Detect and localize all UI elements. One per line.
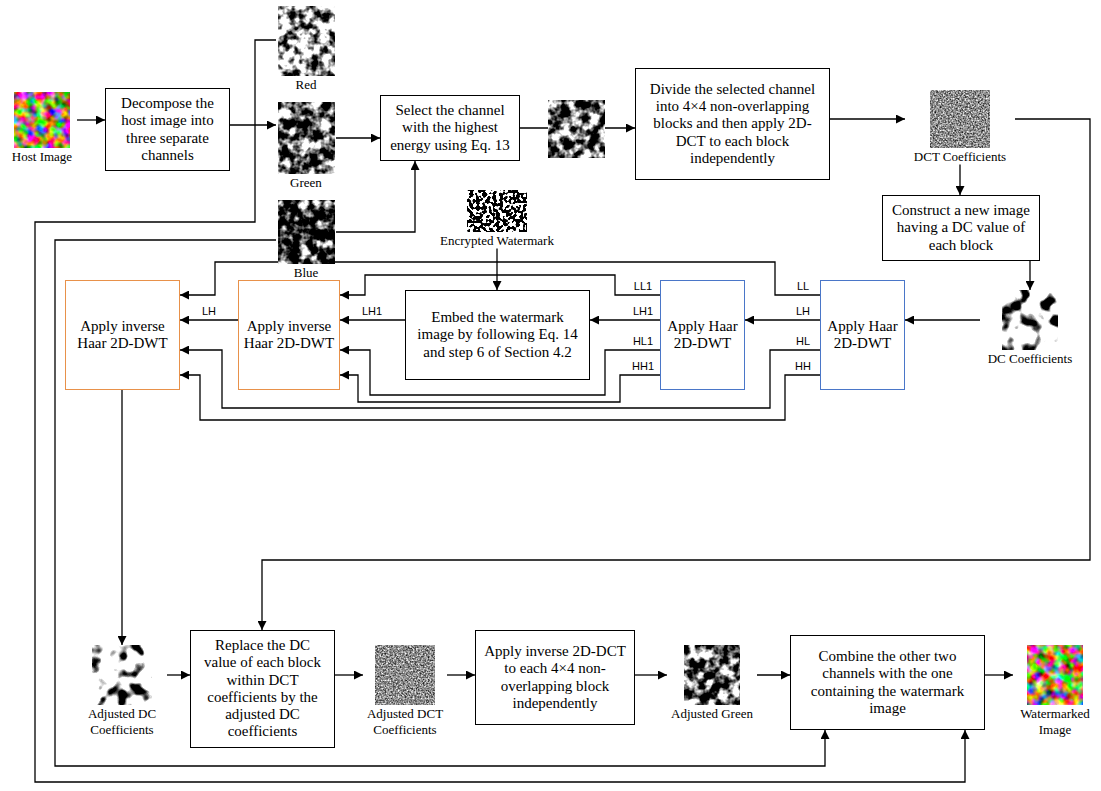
connector-arrow	[447, 674, 475, 675]
connector-arrow	[830, 118, 905, 119]
process-box: Replace the DC value of each block withi…	[190, 630, 335, 748]
blue-channel-picture	[278, 200, 335, 264]
edge-label: LL	[795, 280, 811, 293]
edge-label: LH	[200, 305, 218, 318]
box-label: Replace the DC value of each block withi…	[197, 637, 328, 741]
connector-arrow	[262, 119, 1090, 630]
embed-box: Embed the watermark image by following E…	[405, 290, 590, 380]
image-caption: Host Image	[7, 149, 77, 165]
box-label: Apply inverse Haar 2D-DWT	[243, 318, 335, 353]
box-label: Apply inverse Haar 2D-DWT	[71, 318, 174, 353]
image-node: Adjusted Green	[667, 645, 757, 722]
adjusted-green-picture	[684, 645, 740, 705]
connector-arrow	[55, 240, 825, 766]
connector-arrow	[336, 137, 380, 138]
box-label: Apply Haar 2D-DWT	[825, 318, 900, 353]
inverse-dwt-box: Apply inverse Haar 2D-DWT	[238, 280, 340, 390]
connector-arrow	[745, 319, 820, 320]
box-label: Apply inverse 2D-DCT to each 4×4 non-ove…	[482, 643, 628, 712]
edge-label: HL	[794, 335, 812, 348]
connector-arrow	[77, 119, 105, 120]
image-caption: Encrypted Watermark	[427, 233, 567, 249]
image-node: Red	[276, 6, 336, 93]
box-label: Select the channel with the highest ener…	[387, 102, 513, 154]
process-box: Apply inverse 2D-DCT to each 4×4 non-ove…	[475, 630, 635, 725]
connector-arrow	[496, 249, 497, 290]
box-label: Divide the selected channel into 4×4 non…	[642, 81, 823, 167]
image-caption: Blue	[276, 265, 336, 281]
connector-arrow	[757, 674, 790, 675]
box-label: Decompose the host image into three sepa…	[112, 95, 223, 164]
connector-arrow	[121, 390, 122, 645]
red-channel-picture	[278, 6, 335, 76]
connector-arrow	[985, 674, 1013, 675]
green-channel-picture	[278, 102, 335, 174]
image-node: Host Image	[7, 92, 77, 165]
edge-label: LL1	[632, 280, 654, 293]
dc-coefficients-picture	[1002, 290, 1058, 350]
box-label: Embed the watermark image by following E…	[412, 309, 583, 361]
image-node: Encrypted Watermark	[427, 190, 567, 249]
dct-coefficients-picture	[930, 90, 990, 148]
image-caption: DC Coefficients	[980, 351, 1080, 367]
image-caption: Adjusted Green	[667, 706, 757, 722]
process-box: Combine the other two channels with the …	[790, 635, 985, 730]
process-box: Select the channel with the highest ener…	[380, 95, 520, 161]
adjusted-dct-picture	[375, 645, 435, 705]
image-node: Green	[276, 102, 336, 191]
dwt-box: Apply Haar 2D-DWT	[660, 280, 745, 390]
process-box: Construct a new image having a DC value …	[882, 195, 1040, 261]
image-caption: Adjusted DCT Coefficients	[363, 706, 447, 737]
image-node: DC Coefficients	[980, 290, 1080, 367]
edge-label: HL1	[631, 335, 655, 348]
edge-label: LH1	[631, 305, 655, 318]
process-box: Divide the selected channel into 4×4 non…	[635, 68, 830, 180]
connector-arrow	[1029, 261, 1030, 290]
image-node: Blue	[276, 200, 336, 281]
edge-label: HH	[793, 360, 813, 373]
box-label: Construct a new image having a DC value …	[889, 202, 1033, 254]
connector-arrow	[959, 165, 960, 195]
watermark-picture	[467, 190, 527, 232]
image-node: Adjusted DCT Coefficients	[363, 645, 447, 737]
connector-arrow	[635, 674, 667, 675]
dwt-box: Apply Haar 2D-DWT	[820, 280, 905, 390]
connector-arrow	[167, 674, 190, 675]
box-label: Combine the other two channels with the …	[797, 648, 978, 717]
inverse-dwt-box: Apply inverse Haar 2D-DWT	[65, 280, 180, 390]
connector-arrow	[180, 319, 238, 320]
image-caption: Green	[276, 175, 336, 191]
host-image-picture	[14, 92, 70, 148]
image-caption: Adjusted DC Coefficients	[77, 706, 167, 737]
image-caption: Watermarked Image	[1013, 706, 1097, 737]
edge-label: LH1	[360, 305, 384, 318]
connector-arrow	[230, 124, 276, 125]
selected-green-picture	[548, 100, 605, 158]
connector-arrow	[905, 319, 980, 320]
image-node: Adjusted DC Coefficients	[77, 645, 167, 737]
watermarked-picture	[1027, 645, 1083, 705]
image-caption: DCT Coefficients	[905, 149, 1015, 165]
adjusted-dc-picture	[92, 645, 152, 705]
connector-arrow	[335, 674, 363, 675]
image-node: DCT Coefficients	[905, 90, 1015, 165]
image-node: Watermarked Image	[1013, 645, 1097, 737]
edge-label: HH1	[630, 360, 656, 373]
process-box: Decompose the host image into three sepa…	[105, 88, 230, 171]
connector-arrow	[336, 161, 415, 232]
image-caption: Red	[276, 77, 336, 93]
connector-arrow	[340, 319, 405, 320]
box-label: Apply Haar 2D-DWT	[665, 318, 740, 353]
edge-label: LH	[794, 305, 812, 318]
connector-arrow	[590, 319, 660, 320]
